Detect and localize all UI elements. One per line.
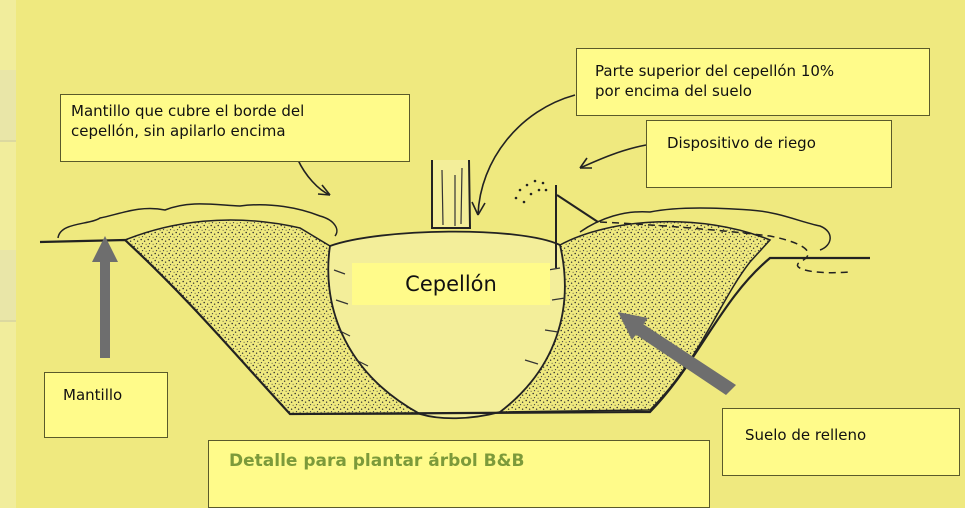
ground-line: [39, 238, 870, 416]
arrow-backfill: [618, 312, 736, 395]
mulch-right: [579, 207, 831, 251]
pointer-top-rootball: [477, 94, 576, 216]
pointer-mulch-edge: [297, 159, 331, 196]
pointer-irrigation: [579, 144, 647, 169]
left-edge-strip: [0, 0, 16, 508]
irrigation-stake: [555, 185, 599, 268]
diagram-title: Detalle para plantar árbol B&B: [229, 451, 525, 471]
arrow-mulch: [92, 236, 118, 358]
rootball-label: Cepellón: [352, 263, 550, 305]
tree-trunk: [431, 159, 472, 229]
caption-box: Detalle para plantar árbol B&B: [208, 440, 710, 508]
label-backfill: Suelo de relleno: [722, 408, 960, 476]
mulch-left: [57, 203, 338, 239]
label-irrigation: Dispositivo de riego: [646, 120, 892, 188]
spray-dots: [514, 179, 548, 204]
label-mulch-edge: Mantillo que cubre el borde del cepellón…: [60, 94, 410, 162]
label-top-of-rootball: Parte superior del cepellón 10% por enci…: [576, 48, 930, 116]
label-mulch: Mantillo: [44, 372, 168, 438]
